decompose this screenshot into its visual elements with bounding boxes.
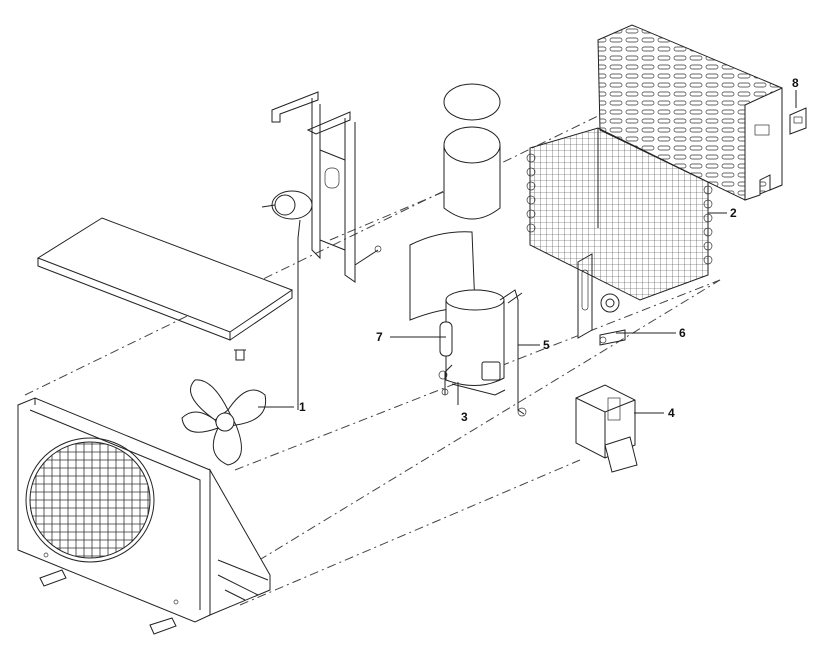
callout-1: 1 bbox=[299, 400, 306, 414]
fan-blade bbox=[181, 349, 267, 466]
small-cover-plate bbox=[789, 107, 807, 135]
callout-7: 7 bbox=[376, 330, 383, 344]
callout-2: 2 bbox=[730, 206, 737, 220]
callout-8: 8 bbox=[792, 76, 799, 90]
top-cover-panel bbox=[36, 217, 294, 341]
leader-lines bbox=[258, 90, 797, 414]
callout-3: 3 bbox=[461, 410, 468, 424]
callout-5: 5 bbox=[543, 338, 550, 352]
callout-6: 6 bbox=[679, 326, 686, 340]
condenser-coil bbox=[526, 127, 713, 301]
outdoor-unit-cabinet bbox=[17, 397, 271, 635]
rear-grille-panel bbox=[597, 24, 783, 201]
fan-motor bbox=[261, 190, 313, 239]
callout-4: 4 bbox=[668, 406, 675, 420]
coil-hairpins bbox=[526, 153, 713, 265]
compressor bbox=[438, 289, 527, 417]
compressor-shroud bbox=[443, 83, 501, 220]
motor-bracket bbox=[271, 91, 382, 283]
electrical-box bbox=[575, 384, 638, 473]
